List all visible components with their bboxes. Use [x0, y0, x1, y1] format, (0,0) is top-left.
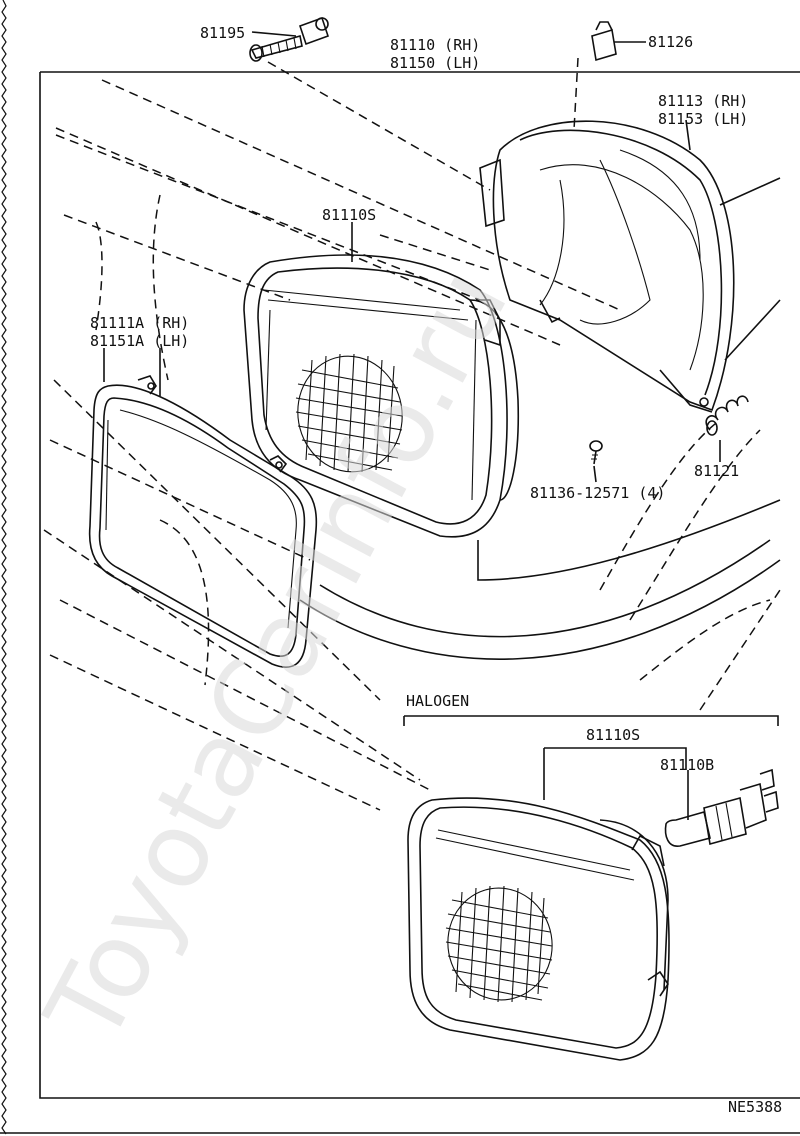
halogen-bulb-drawing: [664, 768, 779, 847]
housing-mount-leader: [379, 234, 491, 271]
part-number-81113-rh: 81113 (RH): [658, 92, 748, 110]
part-number-81151A-lh: 81151A (LH): [90, 332, 189, 350]
part-number-81121: 81121: [694, 462, 739, 480]
retaining-screw-drawing: [589, 440, 603, 465]
headlamp-housing-drawing: [479, 120, 735, 413]
retaining-screw-leader: [593, 465, 597, 483]
part-number-81126: 81126: [648, 33, 693, 51]
spring-drawing: [705, 395, 749, 436]
ring-leader: [103, 348, 161, 396]
part-label-81111A: 81111A (RH) 81151A (LH): [90, 314, 189, 350]
part-number-81110B: 81110B: [660, 756, 714, 774]
part-number-81111A-rh: 81111A (RH): [90, 314, 189, 332]
clip-leader: [573, 57, 579, 131]
halogen-title: HALOGEN: [406, 692, 469, 710]
main-lens-grid: [295, 353, 403, 473]
sealed-beam-main-drawing: [243, 254, 520, 538]
drawing-code: NE5388: [728, 1098, 782, 1116]
part-number-81195: 81195: [200, 24, 245, 42]
part-label-81110S-halogen: 81110S: [586, 726, 640, 744]
assembly-frame: [39, 71, 800, 1099]
part-label-81136: 81136-12571 (4): [530, 484, 665, 502]
housing-leader: [685, 119, 691, 151]
halogen-box: [403, 715, 779, 726]
part-number-81110-rh: 81110 (RH): [390, 36, 480, 54]
part-number-81110S-halogen: 81110S: [586, 726, 640, 744]
page-left-edge: [1, 0, 7, 1135]
part-label-81110B: 81110B: [660, 756, 714, 774]
part-label-81195: 81195: [200, 24, 297, 42]
halogen-beam-drawing: [407, 797, 670, 1061]
part-label-81121: 81121: [694, 462, 739, 480]
part-label-81113: 81113 (RH) 81153 (LH): [658, 92, 748, 128]
clip-drawing: [591, 21, 617, 62]
adjust-screw-drawing: [249, 16, 330, 62]
part-label-81110: 81110 (RH) 81150 (LH): [390, 36, 480, 72]
part-number-81153-lh: 81153 (LH): [658, 110, 748, 128]
halogen-beam-leader: [543, 747, 687, 800]
part-label-81126: 81126: [614, 33, 693, 51]
screw-leader: [267, 61, 491, 191]
car-body-outline: [43, 79, 781, 811]
part-number-81110S-main: 81110S: [322, 206, 376, 224]
retaining-ring-drawing: [88, 375, 318, 668]
halogen-lens-grid: [445, 885, 553, 1003]
part-number-81136-12571: 81136-12571 (4): [530, 484, 665, 502]
part-label-81110S-main: 81110S: [322, 206, 376, 224]
part-number-81150-lh: 81150 (LH): [390, 54, 480, 72]
